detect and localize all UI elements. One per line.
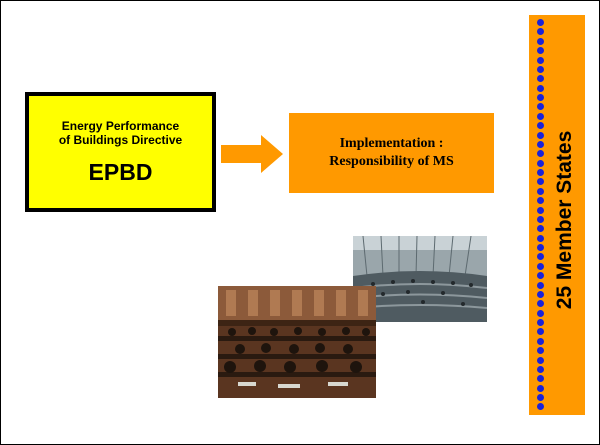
dot xyxy=(536,206,544,214)
dot xyxy=(536,140,544,148)
dot xyxy=(536,150,544,158)
dot xyxy=(536,215,544,223)
dot xyxy=(536,262,544,270)
dot xyxy=(536,197,544,205)
dot xyxy=(536,19,544,26)
dot xyxy=(536,122,544,130)
dot xyxy=(536,375,544,383)
dot xyxy=(536,75,544,83)
implementation-box: Implementation : Responsibility of MS xyxy=(289,113,494,193)
dot xyxy=(536,178,544,186)
right-arrow-icon xyxy=(221,135,283,173)
dot xyxy=(536,356,544,364)
dot xyxy=(536,84,544,92)
dot xyxy=(536,394,544,401)
parliament-photo-traditional xyxy=(218,286,376,398)
implementation-line-2: Responsibility of MS xyxy=(329,154,454,169)
dot xyxy=(536,300,544,308)
dot xyxy=(536,319,544,326)
member-states-label: 25 Member States xyxy=(553,130,576,310)
dot xyxy=(536,234,544,242)
dot xyxy=(536,47,544,55)
dot xyxy=(536,244,544,251)
epbd-box: Energy Performance of Buildings Directiv… xyxy=(25,92,216,212)
implementation-line-1: Implementation : xyxy=(339,136,444,151)
dot xyxy=(536,365,544,373)
dot xyxy=(536,272,544,280)
dot xyxy=(536,37,544,45)
dot xyxy=(536,103,544,111)
dot xyxy=(536,225,544,233)
dot xyxy=(536,131,544,139)
parliament-photo-modern xyxy=(353,236,487,322)
dot xyxy=(536,384,544,392)
dot xyxy=(536,403,544,411)
dot xyxy=(536,56,544,64)
dot xyxy=(536,281,544,289)
epbd-line-2: of Buildings Directive xyxy=(58,132,183,147)
dot xyxy=(536,337,544,345)
dot xyxy=(536,187,544,195)
epbd-title: EPBD xyxy=(88,158,153,185)
dot xyxy=(536,159,544,167)
member-states-bar: 25 Member States xyxy=(529,15,585,415)
dot xyxy=(536,65,544,73)
dot xyxy=(536,347,544,355)
dot xyxy=(536,112,544,120)
dot xyxy=(536,290,544,298)
dot xyxy=(536,169,544,176)
dot xyxy=(536,253,544,261)
epbd-line-1: Energy Performance xyxy=(61,118,180,133)
dot-column xyxy=(534,19,546,411)
dot xyxy=(536,94,544,101)
dot xyxy=(536,28,544,36)
dot xyxy=(536,328,544,336)
dot xyxy=(536,309,544,317)
